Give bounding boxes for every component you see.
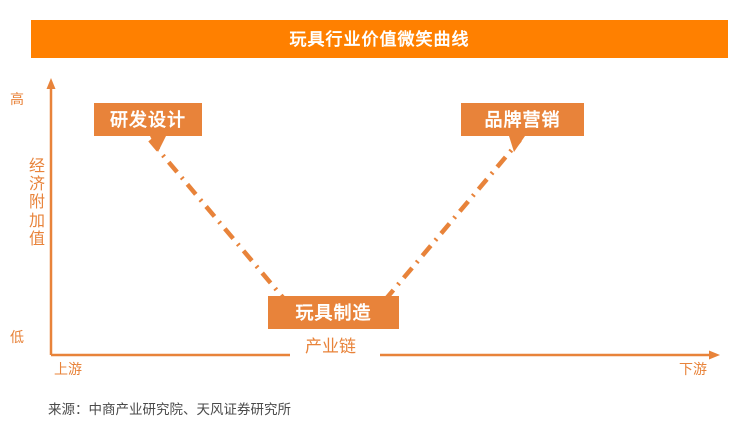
label-box-brand-marketing-text: 品牌营销 (484, 109, 561, 130)
curve-segment-ascending (383, 138, 522, 302)
x-axis-right-label: 下游 (679, 361, 707, 377)
label-box-toy-manufacturing[interactable]: 玩具制造 (268, 296, 399, 329)
callout-tail-brand-icon (509, 136, 525, 152)
curve-segment-descending (148, 138, 287, 302)
label-box-rd-design[interactable]: 研发设计 (94, 103, 202, 136)
label-box-toy-manufacturing-text: 玩具制造 (295, 302, 372, 323)
source-footnote: 来源：中商产业研究院、天风证券研究所 (48, 402, 291, 417)
chart-title-bar: 玩具行业价值微笑曲线 (31, 20, 728, 58)
y-axis-title: 经济附加值 (28, 158, 45, 248)
x-axis-arrow-icon (709, 350, 720, 360)
page-title: 玩具行业价值微笑曲线 (289, 29, 470, 49)
y-axis-arrow-icon (46, 78, 56, 89)
callout-tail-rd-icon (150, 136, 166, 152)
label-box-rd-design-text: 研发设计 (110, 109, 186, 130)
label-box-brand-marketing[interactable]: 品牌营销 (461, 103, 584, 136)
x-axis-title: 产业链 (297, 338, 364, 356)
y-axis-top-label: 高 (10, 91, 24, 107)
y-axis-bottom-label: 低 (10, 329, 24, 345)
x-axis-left-label: 上游 (54, 361, 82, 377)
